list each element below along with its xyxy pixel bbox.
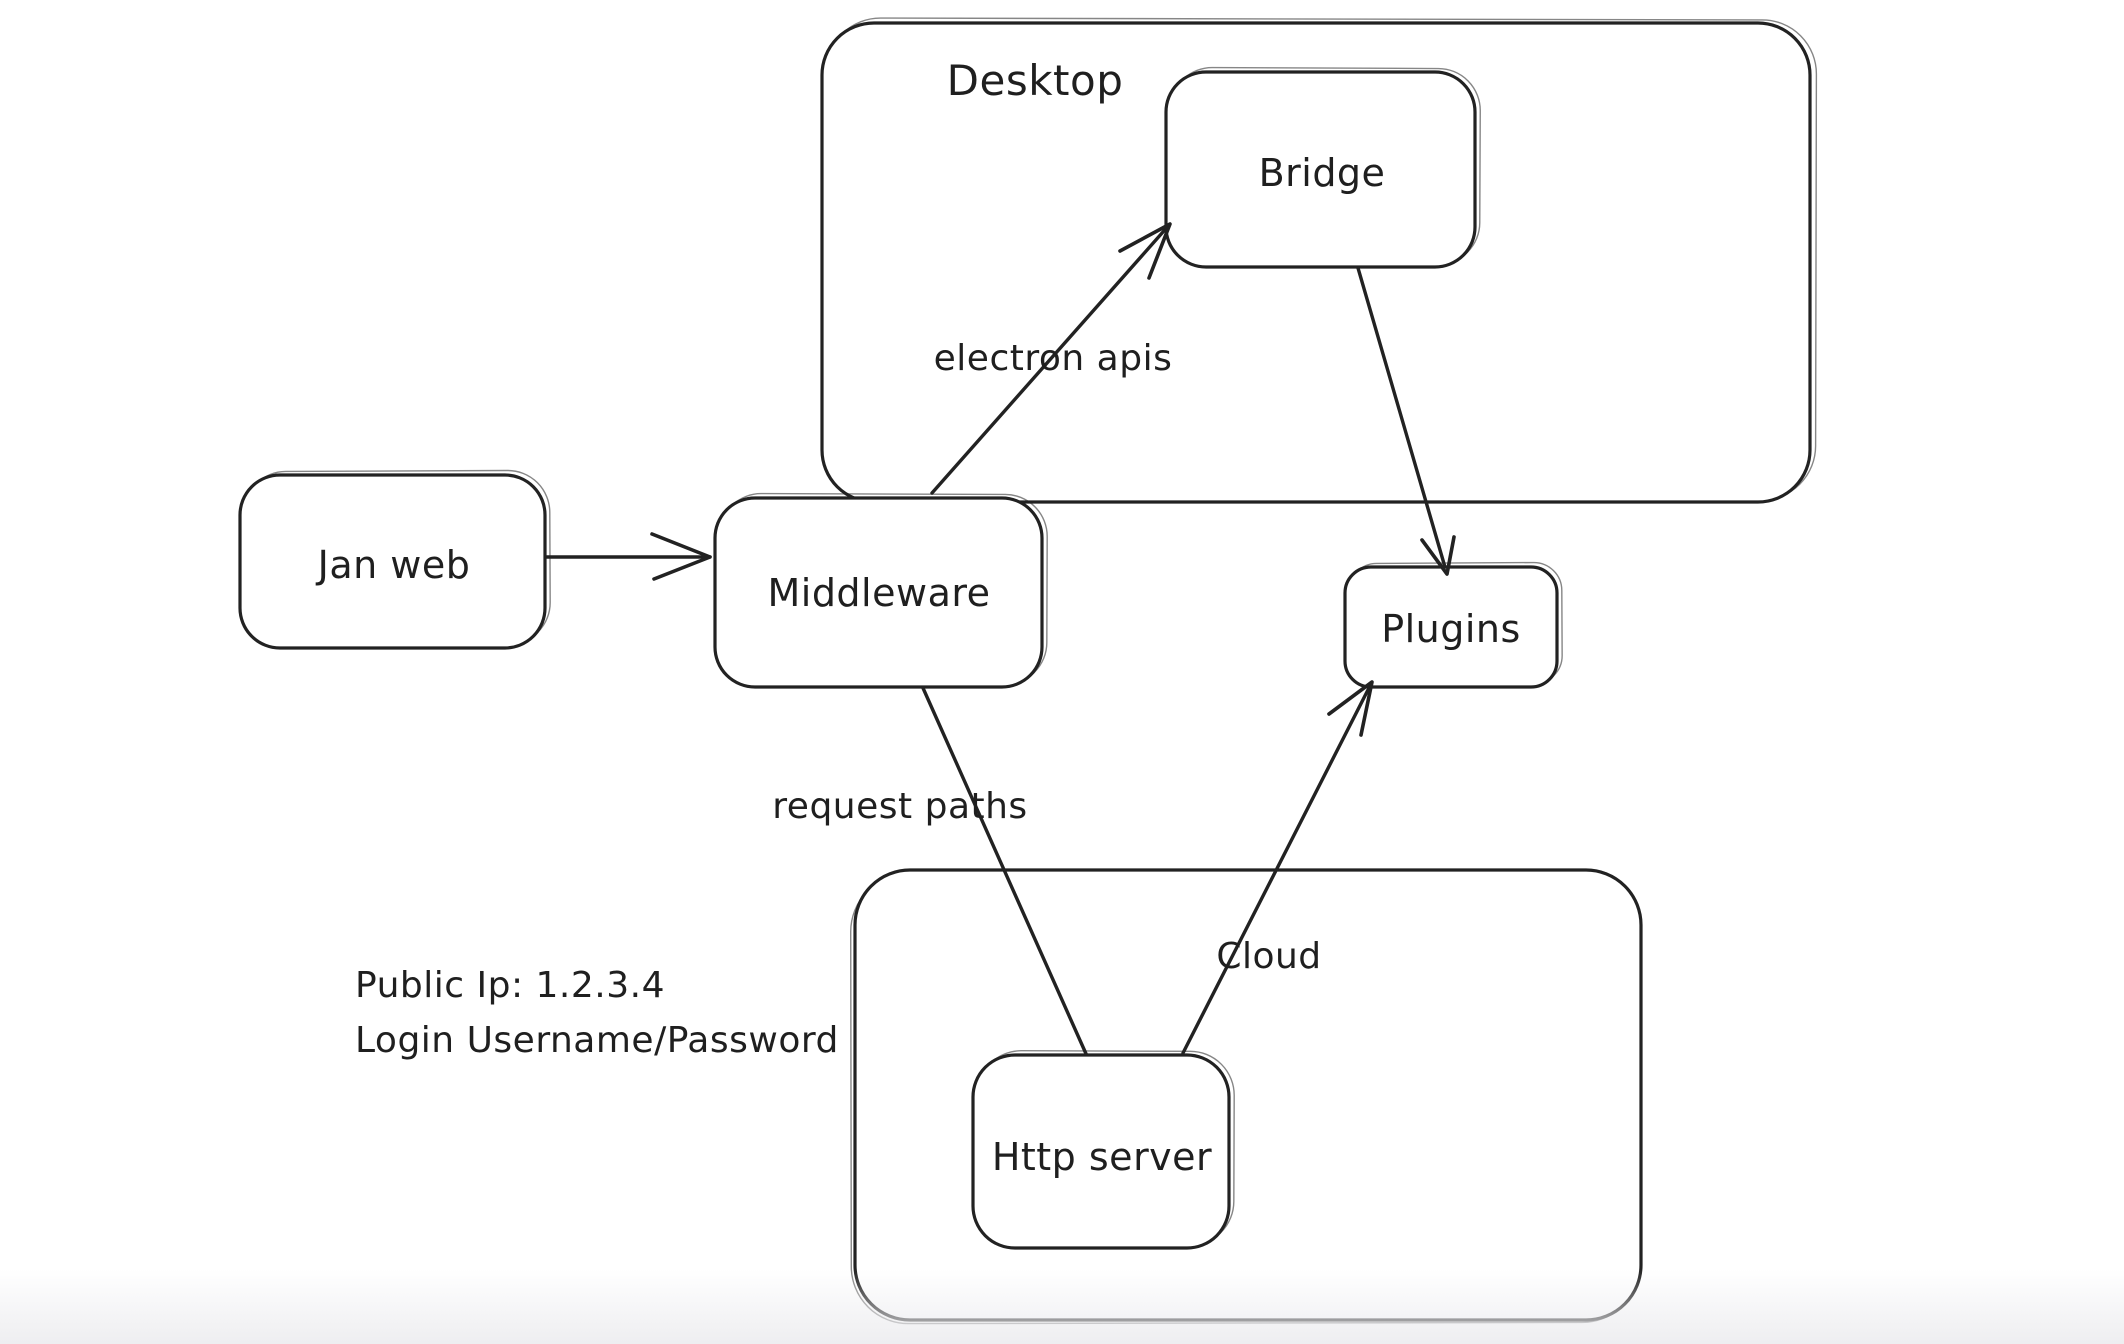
bridge-node-label[interactable]: Bridge [1259,151,1386,195]
edge-bridge-to-plugins[interactable] [1356,266,1449,576]
electron-apis-edge-label[interactable]: electron apis [934,338,1173,379]
node-plugins[interactable] [1343,561,1563,689]
request-paths-edge-label[interactable]: request paths [772,786,1027,827]
node-middleware[interactable] [713,492,1048,689]
arrowhead-into-plugins-bottom [1327,680,1374,737]
plugins-node-label[interactable]: Plugins [1381,607,1521,651]
cloud-container-label[interactable]: Cloud [1216,936,1321,977]
desktop-container-label[interactable]: Desktop [947,56,1124,105]
arrowhead-into-middleware [650,532,712,581]
edge-middleware-to-bridge[interactable] [930,222,1172,495]
http-server-node-label[interactable]: Http server [992,1135,1212,1179]
public-ip-annotation[interactable]: Public Ip: 1.2.3.4 [355,965,665,1006]
node-bridge[interactable] [1164,66,1481,269]
edge-middleware-to-http-server[interactable] [921,686,1089,1058]
node-http-server[interactable] [971,1050,1235,1250]
jan-web-node-label[interactable]: Jan web [316,543,471,587]
login-annotation[interactable]: Login Username/Password [355,1020,839,1061]
middleware-node-label[interactable]: Middleware [767,571,990,615]
edge-http-server-to-plugins[interactable] [1181,680,1374,1055]
arrowhead-into-plugins-top [1420,535,1456,576]
arrowhead-into-bridge [1118,222,1172,280]
node-jan-web[interactable] [238,469,551,650]
